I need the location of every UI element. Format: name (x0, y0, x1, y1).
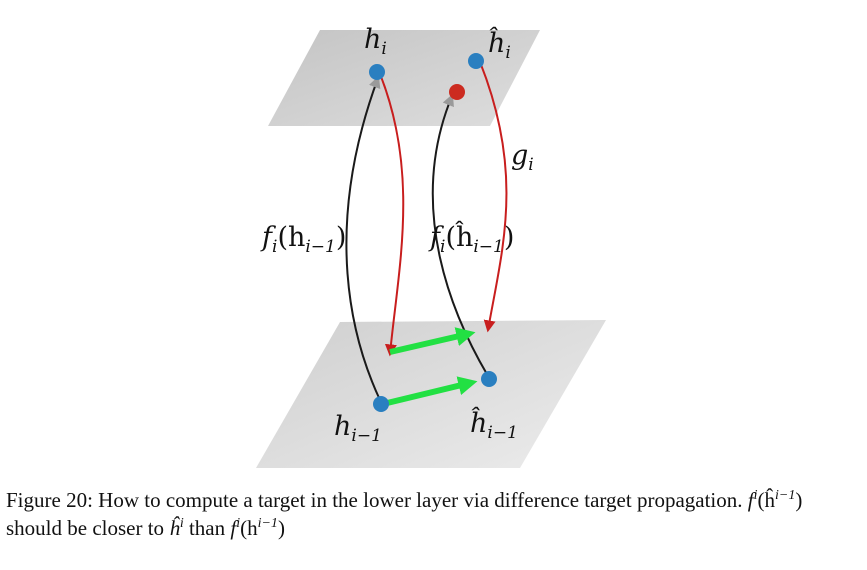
label-h-i-minus-1: hi−1 (334, 411, 382, 446)
label-f-i-h: fi(hi−1) (260, 222, 346, 257)
caption-f2: f (230, 516, 237, 540)
node-h-hat-i (468, 53, 484, 69)
difference-arrow-lower (382, 376, 478, 407)
caption-than: than (183, 516, 231, 540)
upper-layer-plane (268, 30, 540, 126)
caption-middle: should be closer to (6, 516, 170, 540)
node-h-i-minus-1 (373, 396, 389, 412)
caption-f1-arg-sup: i−1 (775, 488, 796, 503)
caption-f2-sup: i (236, 516, 241, 531)
diagram: hi ĥi gi fi(hi−1) fi(ĥi−1) hi−1 ĥi−1 (256, 24, 606, 468)
caption-f2-arg-sup: i−1 (257, 516, 278, 531)
feedback-arrow-right (479, 61, 508, 333)
label-h-hat-i: ĥi (488, 26, 511, 63)
node-target-red (449, 84, 465, 100)
label-h-i: hi (364, 24, 387, 59)
difference-arrow-upper (389, 327, 476, 355)
feedback-arrow-left (379, 73, 405, 357)
caption-f1: f (747, 488, 754, 512)
node-h-hat-i-minus-1 (481, 371, 497, 387)
node-h-i (369, 64, 385, 80)
caption-f1-sup: i (753, 488, 758, 503)
caption-f1-arg-open: (ĥ (757, 488, 776, 512)
label-f-i-h-hat: fi(ĥi−1) (428, 220, 514, 257)
label-g-i: gi (511, 140, 534, 175)
caption-f2-arg-close: ) (277, 516, 285, 540)
caption-target: ĥ (169, 516, 180, 540)
caption-target-sup: i (179, 516, 184, 531)
caption-f1-arg-close: ) (795, 488, 803, 512)
figure-caption: Figure 20: How to compute a target in th… (6, 486, 858, 542)
forward-arrow-left (345, 75, 381, 401)
label-h-hat-i-minus-1: ĥi−1 (470, 406, 518, 443)
caption-f2-arg-open: (h (240, 516, 258, 540)
caption-prefix: Figure 20: How to compute a target in th… (6, 488, 743, 512)
forward-arrow-right (431, 93, 489, 377)
